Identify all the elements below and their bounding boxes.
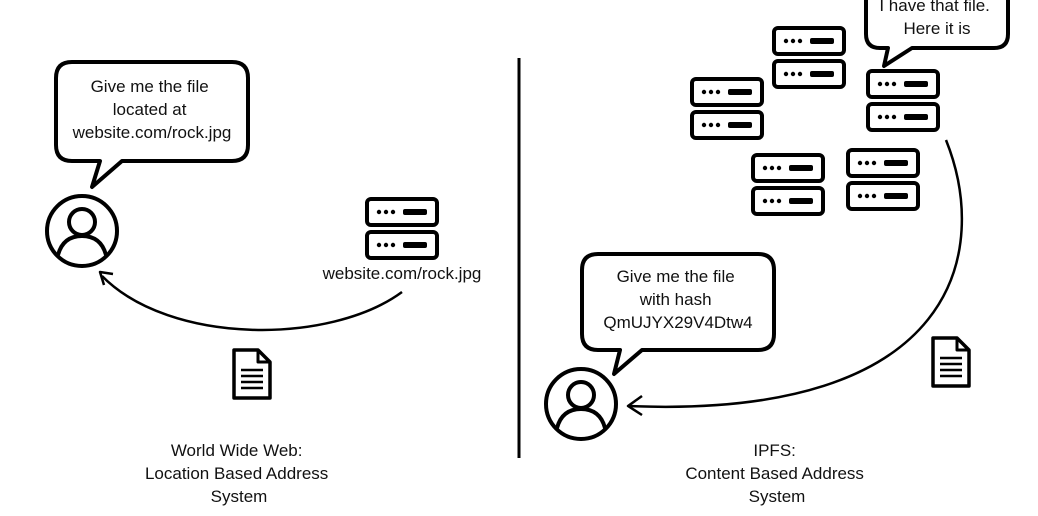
- bubble-line: Give me the file: [91, 77, 209, 96]
- caption-line: System: [211, 487, 268, 506]
- request-bubble-left-text: Give me the file located at website.com/…: [72, 77, 232, 142]
- response-arrow-right: [627, 139, 963, 409]
- response-bubble-text: I have that file. Here it is: [879, 0, 994, 38]
- server-icon: [751, 153, 825, 216]
- bubble-line: website.com/rock.jpg: [72, 123, 232, 142]
- response-arrow-left: [101, 275, 403, 332]
- bubble-line: I have that file.: [879, 0, 990, 15]
- caption-line: Location Based Address: [145, 464, 328, 483]
- document-icon: [232, 348, 272, 400]
- response-bubble: [864, 0, 1010, 68]
- arrowhead: [626, 394, 643, 417]
- caption-right: IPFS: Content Based Address System: [685, 441, 868, 506]
- server-icon: [846, 148, 920, 211]
- document-icon: [931, 336, 971, 388]
- caption-line: Content Based Address: [685, 464, 864, 483]
- user-icon: [45, 194, 119, 268]
- caption-left: World Wide Web: Location Based Address S…: [145, 441, 333, 506]
- caption-line: System: [749, 487, 806, 506]
- request-bubble-right-text: Give me the file with hash QmUJYX29V4Dtw…: [603, 267, 752, 332]
- bubble-line: QmUJYX29V4Dtw4: [603, 313, 752, 332]
- caption-line: World Wide Web:: [171, 441, 303, 460]
- left-panel: Give me the file located at website.com/…: [45, 60, 482, 506]
- server-icon: [866, 69, 940, 132]
- request-bubble-left: [54, 60, 250, 189]
- server-icon: [772, 26, 846, 89]
- bubble-line: Here it is: [903, 19, 970, 38]
- server-icon: [365, 197, 439, 260]
- server-url-label: website.com/rock.jpg: [322, 264, 482, 283]
- server-icon: [690, 77, 764, 140]
- bubble-line: with hash: [639, 290, 712, 309]
- request-bubble-right: [580, 252, 776, 376]
- caption-line: IPFS:: [753, 441, 796, 460]
- bubble-line: Give me the file: [617, 267, 735, 286]
- right-panel: I have that file. Here it is Give me the…: [544, 0, 1010, 506]
- arrowhead: [98, 270, 114, 286]
- bubble-line: located at: [113, 100, 187, 119]
- user-icon: [544, 367, 618, 441]
